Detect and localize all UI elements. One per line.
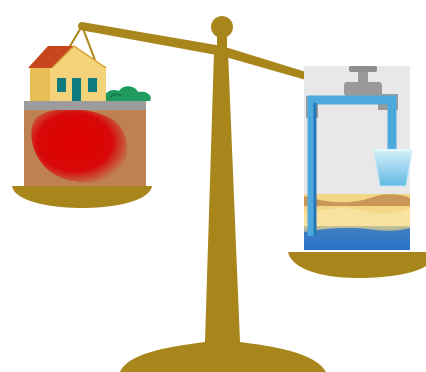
scale-base	[120, 342, 326, 372]
paving-strip	[24, 101, 146, 110]
right-pan-dish	[288, 252, 426, 278]
tap-head	[344, 82, 382, 96]
shrub	[103, 86, 151, 101]
house-window-right	[88, 78, 97, 92]
scale-beam	[80, 22, 306, 80]
left-pan	[12, 46, 152, 208]
tap-handle-bar	[349, 66, 377, 72]
house-door	[72, 78, 81, 101]
house-window-left	[57, 78, 66, 92]
left-pan-dish	[12, 186, 152, 208]
house-left-wall	[30, 66, 52, 101]
scale-pillar	[205, 52, 240, 342]
right-pan	[288, 66, 426, 278]
water-glass	[374, 150, 412, 186]
water-table	[304, 228, 410, 250]
